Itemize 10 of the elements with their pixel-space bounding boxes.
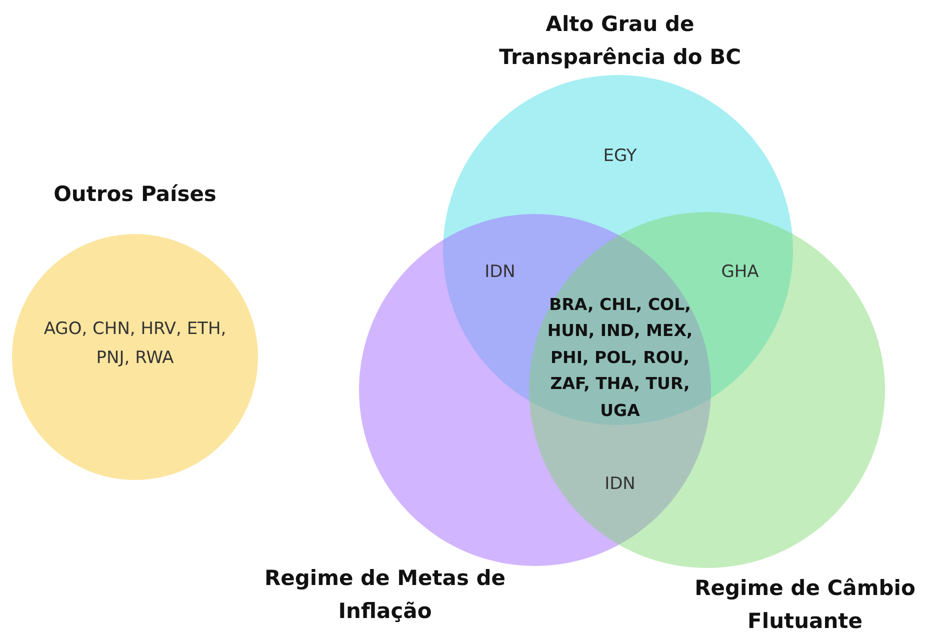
set-title: Regime de Câmbio Flutuante <box>694 575 916 635</box>
country-codes: EGY <box>602 145 638 168</box>
country-codes: AGO, CHN, HRV, ETH, PNJ, RWA <box>42 318 228 370</box>
country-codes: IDN <box>484 261 516 284</box>
set-title: Regime de Metas de Inflação <box>263 565 507 625</box>
set-title: Outros Países <box>52 181 218 208</box>
country-codes: IDN <box>604 473 636 496</box>
country-codes: BRA, CHL, COL, HUN, IND, MEX, PHI, POL, ROU, ZAF, THA, TUR, UGA <box>546 294 694 422</box>
set-title: Alto Grau de Transparência do BC <box>498 11 742 71</box>
country-codes: GHA <box>720 261 760 284</box>
